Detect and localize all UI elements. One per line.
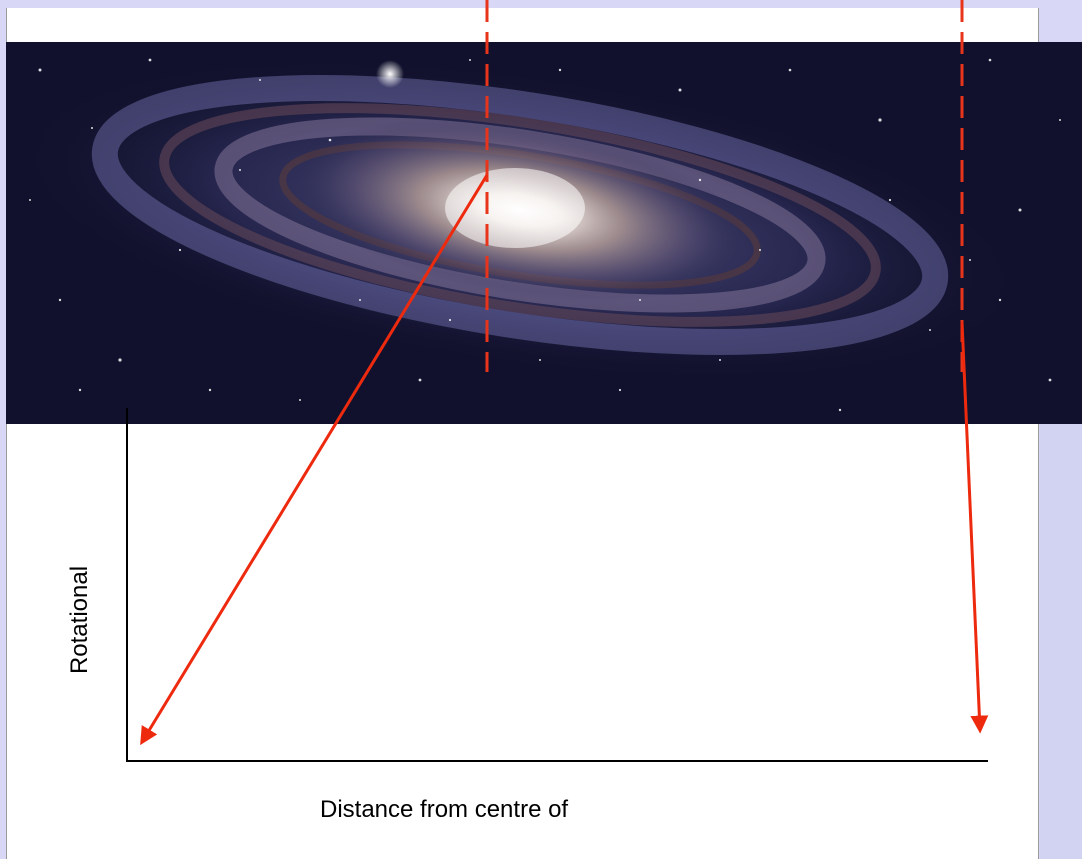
x-axis-line	[126, 760, 988, 762]
edge-arrow	[960, 321, 989, 734]
x-axis-label: Distance from centre of	[320, 796, 569, 823]
y-axis-line	[126, 408, 128, 762]
centre-arrow	[140, 174, 489, 746]
